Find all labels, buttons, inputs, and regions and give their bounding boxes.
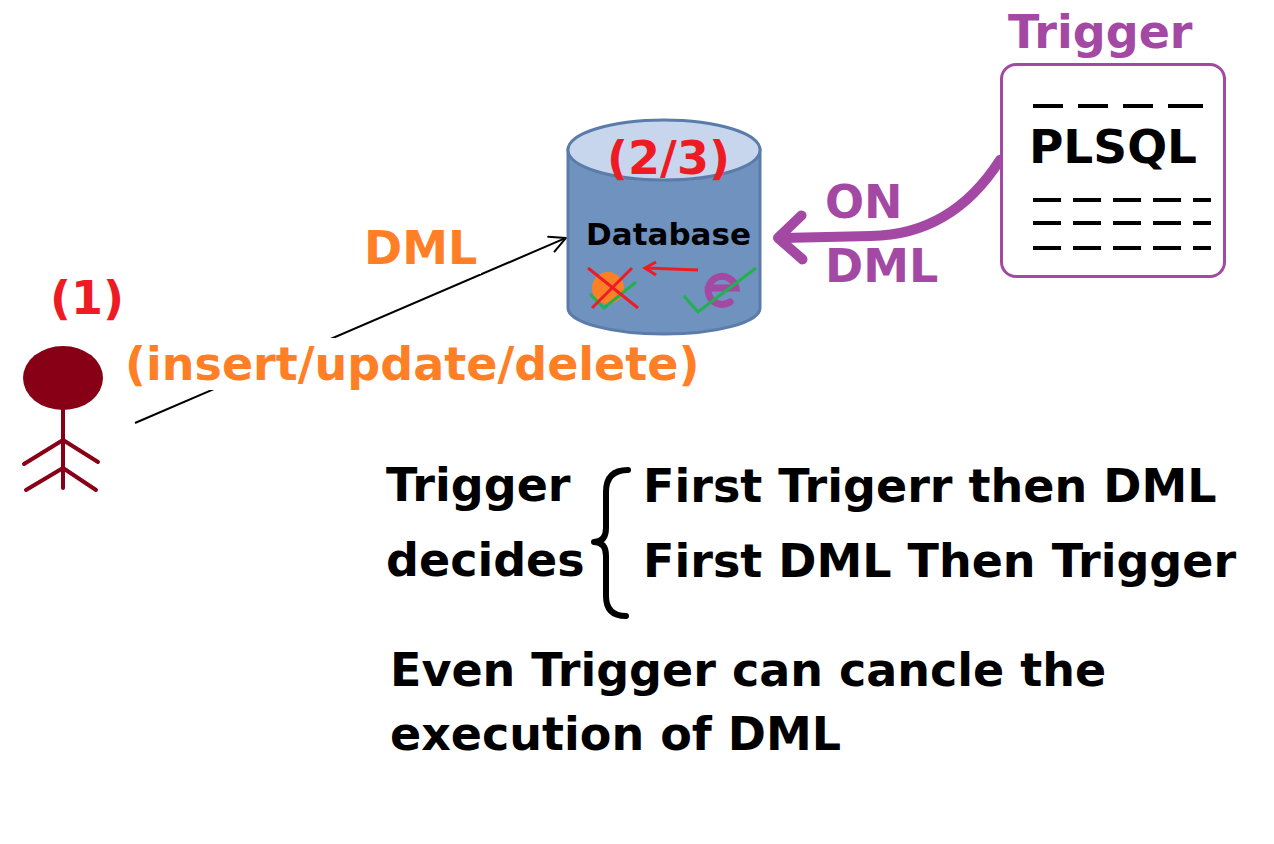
red-arrow-shaft [646,268,698,270]
code-dash [1073,221,1101,225]
red-cross [588,268,638,308]
curly-brace [594,470,628,616]
code-dash [1033,246,1061,250]
actor-node: (1) [20,272,135,497]
code-dash [1193,246,1211,250]
code-dash [1073,198,1101,202]
figure-limb [26,468,63,490]
figure-head [23,346,103,410]
red-arrow-head [645,262,656,275]
edge-label: ON DML [825,170,945,298]
dml-kinds: (insert/update/delete) [125,338,700,390]
figure-limb [63,468,96,490]
code-label: PLSQL [1003,121,1223,173]
red-cross [592,268,632,308]
arrow-head [548,237,566,252]
database-node: (2/3) Database [566,118,771,336]
code-dash [1168,104,1203,108]
code-dash [1193,221,1211,225]
node-title: Database [566,216,771,252]
trigger-node: TriggerPLSQL [1000,6,1226,278]
code-dash [1123,104,1153,108]
option-text: First Trigerr then DML [643,460,1217,512]
code-dash [1113,221,1141,225]
node-heading: Trigger [1000,6,1226,58]
note-text: Even Trigger can cancle the execution of… [390,638,1150,766]
code-dash [1033,104,1063,108]
code-dash [1033,221,1061,225]
code-dash [1113,246,1141,250]
green-tick [684,268,756,312]
connector-line [135,238,566,423]
callout-number: (2/3) [566,132,771,184]
connector-arrow [135,237,566,423]
code-box: PLSQL [1000,63,1226,278]
code-dash [1073,246,1101,250]
code-dash [1078,104,1108,108]
code-dash [1153,198,1181,202]
code-dash [1153,246,1181,250]
figure-limb [24,440,63,464]
code-dash [1193,198,1211,202]
code-dash [1033,198,1061,202]
figure-limb [63,440,98,462]
edge-label: DML [360,222,481,274]
callout-number: (1) [20,272,135,324]
code-dash [1153,221,1181,225]
arrow-head [778,215,802,259]
figure-limb [61,408,65,488]
side-heading: Trigger decides [386,448,596,598]
code-dash [1113,198,1141,202]
option-text: First DML Then Trigger [643,535,1236,587]
